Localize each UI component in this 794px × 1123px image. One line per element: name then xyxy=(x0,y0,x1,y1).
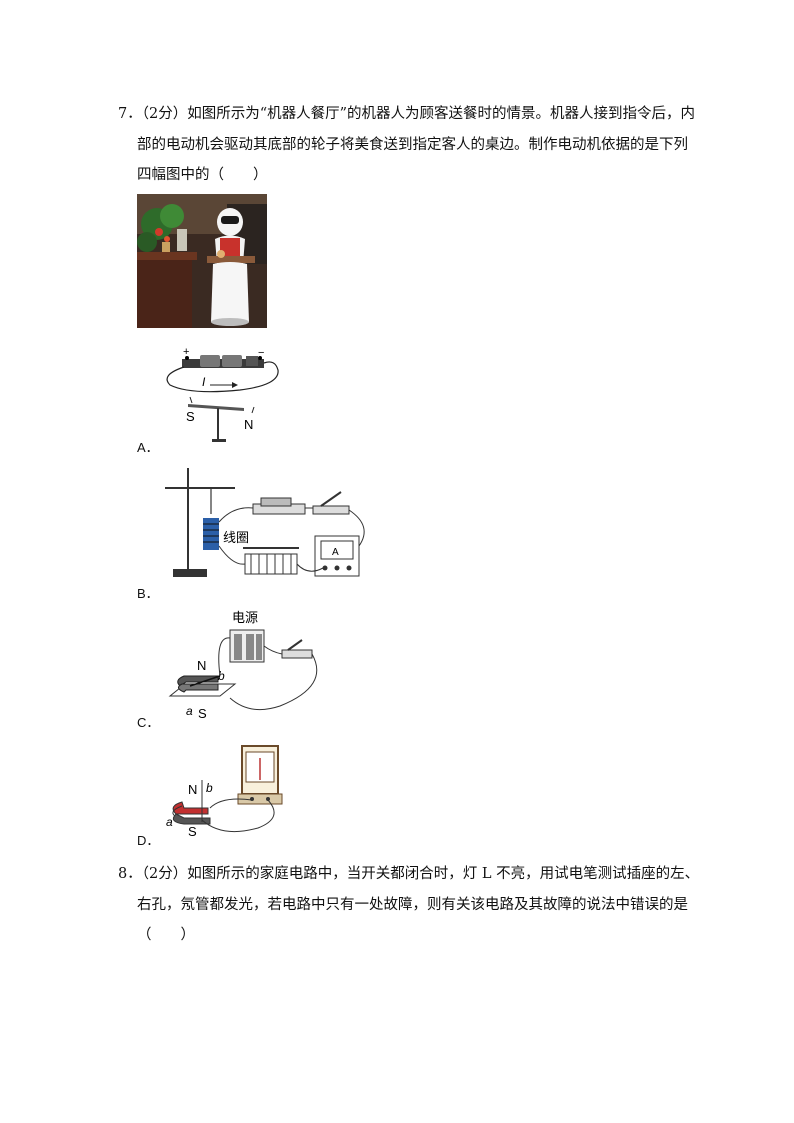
figure-c-power-magnet: 电源 N S a b xyxy=(160,606,330,722)
figure-b-coil-experiment: 线圈 A xyxy=(163,466,373,590)
q7-line1: 7．（2分）如图所示为“机器人餐厅”的机器人为顾客送餐时的情景。机器人接到指令后… xyxy=(118,102,695,123)
point-b: b xyxy=(218,669,225,683)
pole-n: N xyxy=(188,782,197,797)
q8-score: （2分） xyxy=(141,866,188,882)
option-d-label: D． xyxy=(137,833,160,848)
plus-sign: + xyxy=(183,346,189,358)
pole-n: N xyxy=(197,658,206,673)
compass-n: N xyxy=(244,417,253,432)
power-supply-label: 电源 xyxy=(232,610,258,625)
q8-number: 8． xyxy=(118,866,142,882)
q8-line3: （ ） xyxy=(137,927,195,943)
q7-score: （2分） xyxy=(141,106,188,122)
current-label: I xyxy=(202,375,206,389)
pole-s: S xyxy=(188,824,197,837)
q7-line3: 四幅图中的（ ） xyxy=(137,167,268,183)
point-a: a xyxy=(166,815,173,829)
figure-a-oersted: + − I S N xyxy=(160,345,290,449)
figure-d-galvanometer: N b S a xyxy=(162,742,292,841)
q7-text-1: 如图所示为“机器人餐厅”的机器人为顾客送餐时的情景。机器人接到指令后，内 xyxy=(187,106,696,122)
robot-restaurant-photo xyxy=(137,194,267,332)
q8-line1: 8．（2分）如图所示的家庭电路中，当开关都闭合时，灯 L 不亮，用试电笔测试插座… xyxy=(118,862,699,883)
option-c-label: C． xyxy=(137,715,160,730)
point-b: b xyxy=(206,781,213,795)
point-a: a xyxy=(186,704,193,718)
q8-line2: 右孔，氖管都发光，若电路中只有一处故障，则有关该电路及其故障的说法中错误的是 xyxy=(137,897,688,913)
ammeter-label: A xyxy=(332,547,339,558)
q7-line2: 部的电动机会驱动其底部的轮子将美食送到指定客人的桌边。制作电动机依据的是下列 xyxy=(137,137,688,153)
q8-text-1: 如图所示的家庭电路中，当开关都闭合时，灯 L 不亮，用试电笔测试插座的左、 xyxy=(187,866,700,882)
option-b-label: B． xyxy=(137,586,159,601)
q7-number: 7． xyxy=(118,106,142,122)
compass-s: S xyxy=(186,409,195,424)
pole-s: S xyxy=(198,706,207,718)
minus-sign: − xyxy=(258,347,264,359)
option-a-label: A． xyxy=(137,440,159,455)
coil-label: 线圈 xyxy=(223,530,249,545)
